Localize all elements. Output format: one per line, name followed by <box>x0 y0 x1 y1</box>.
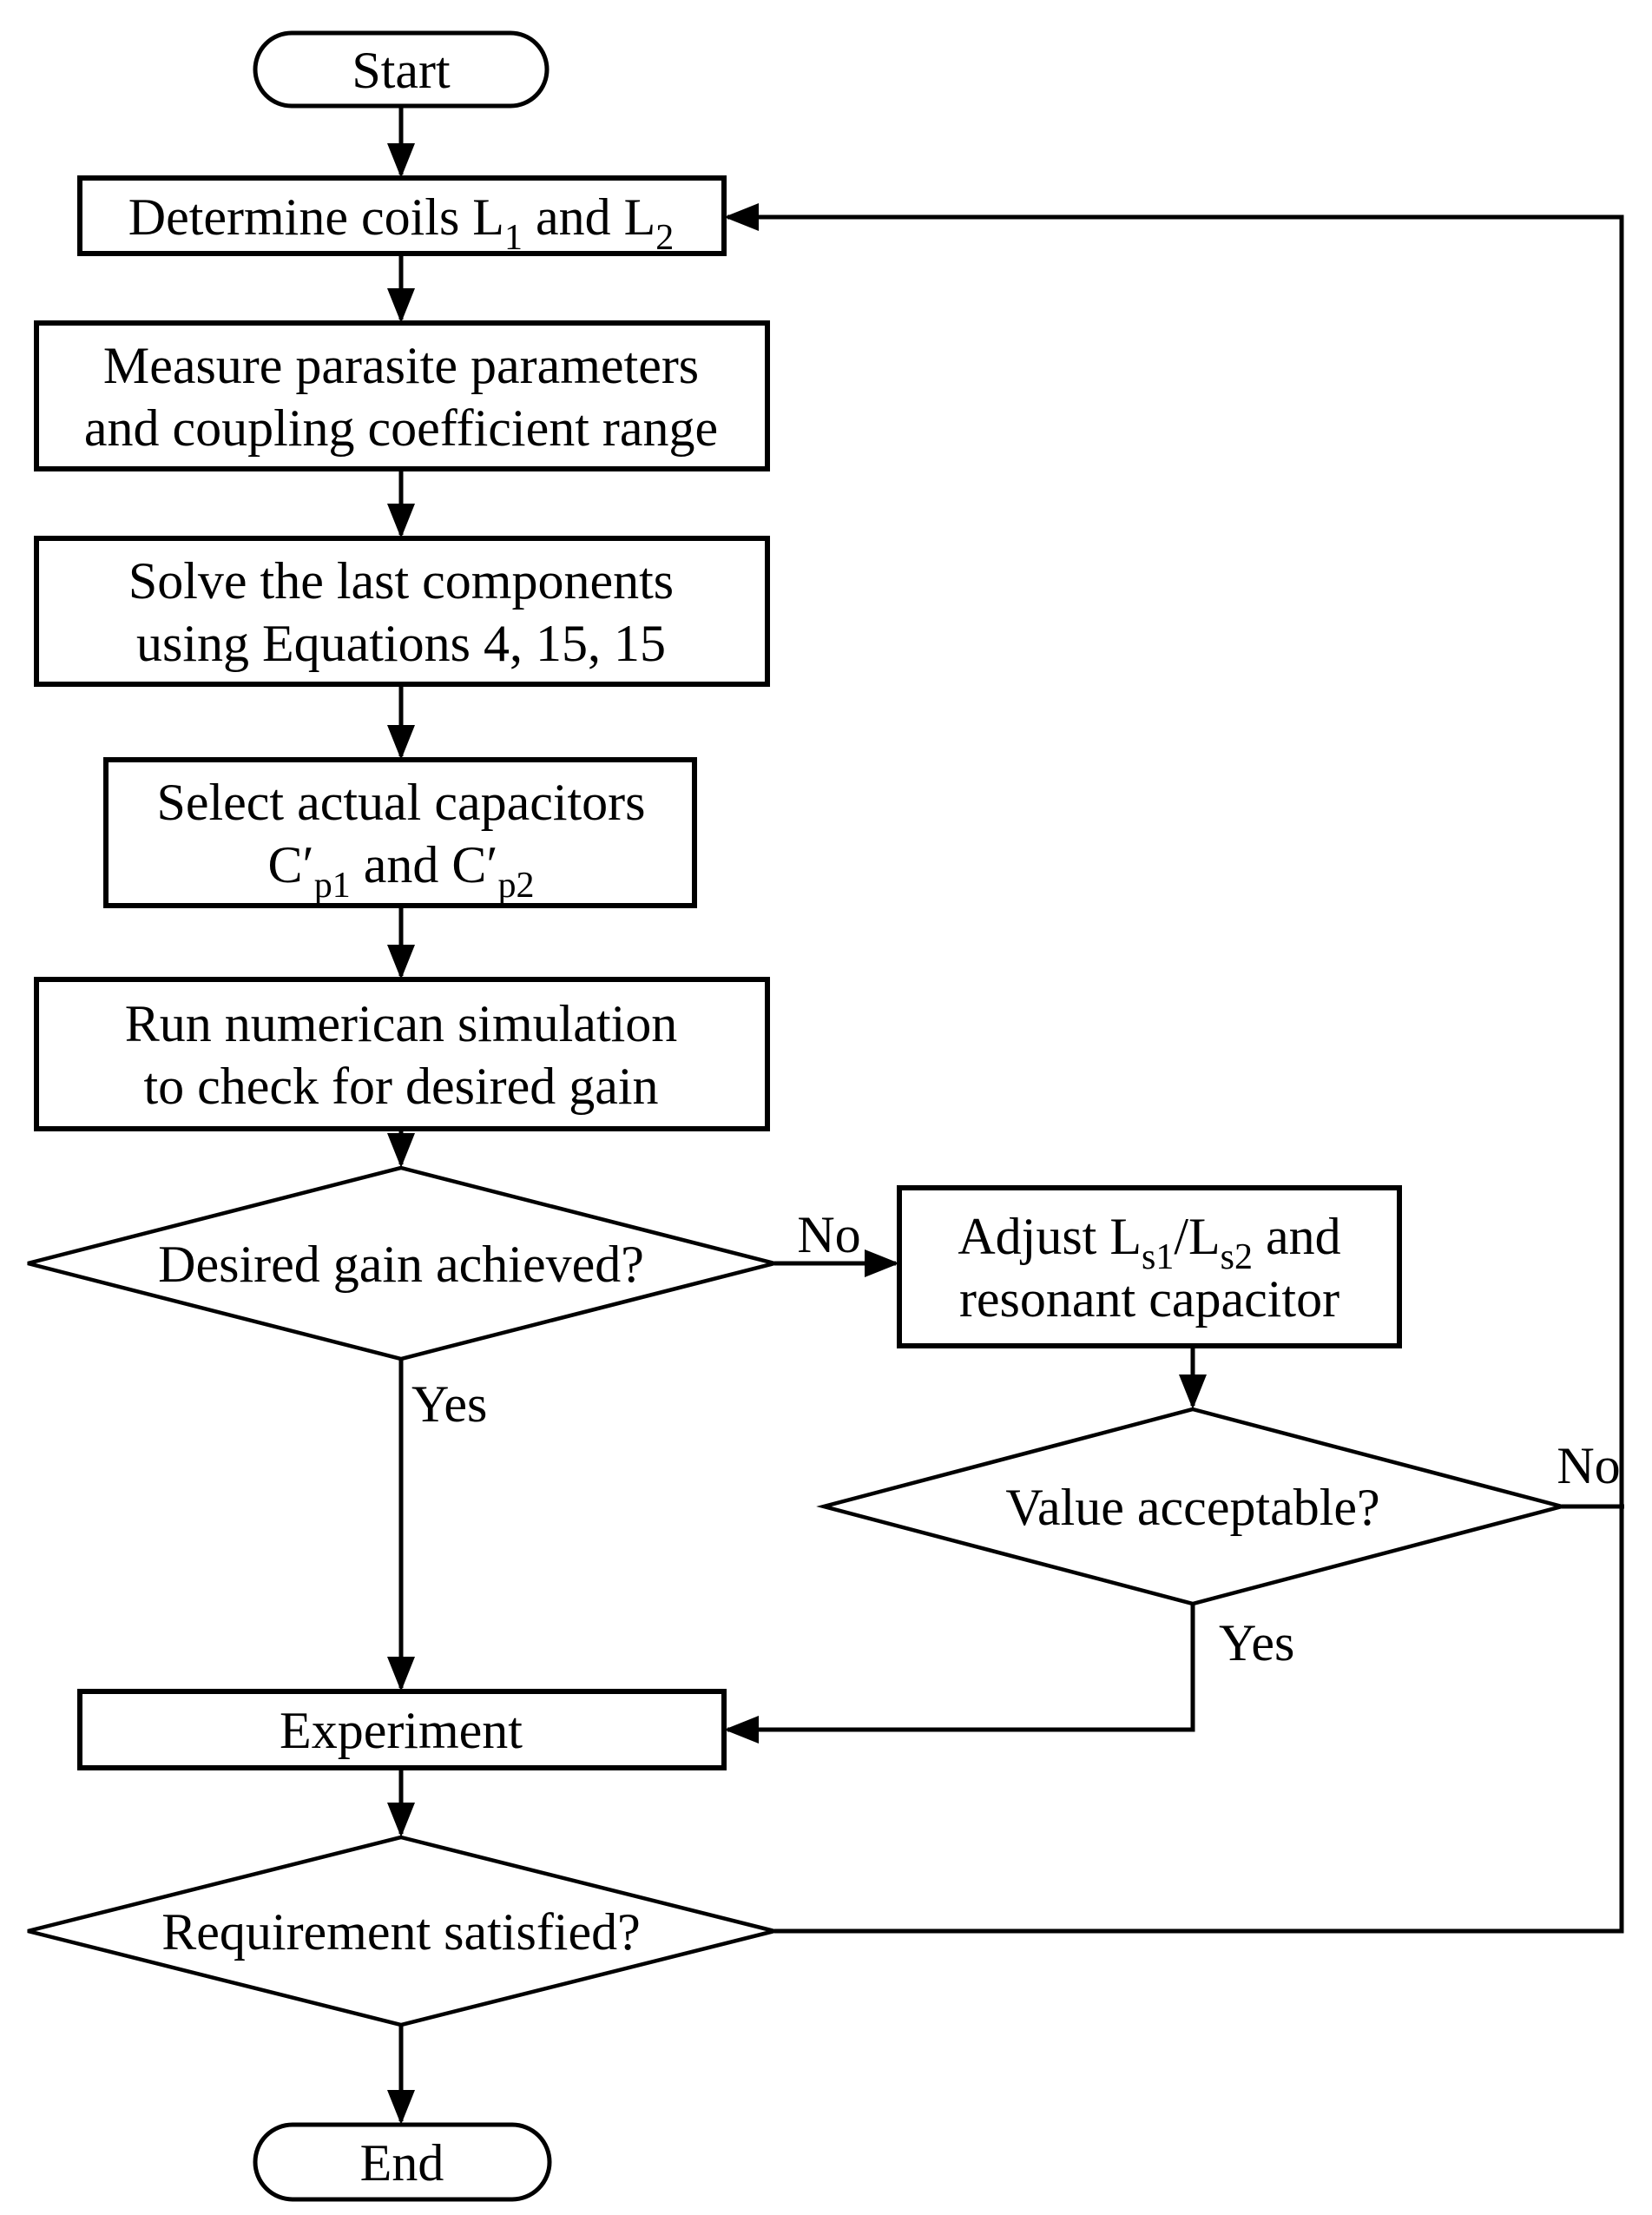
node-run-simulation <box>34 977 770 1131</box>
node-determine-coils <box>77 175 727 256</box>
edge-labels: No Yes No Yes <box>411 1206 1621 1671</box>
node-solve-components <box>34 536 770 687</box>
node-adjust-inductors <box>897 1185 1402 1348</box>
node-end-label: End <box>360 2134 444 2192</box>
node-experiment-label: Experiment <box>280 1702 523 1759</box>
node-solve-components-label-line2: using Equations 4, 15, 15 <box>136 615 666 672</box>
node-decision-value-acceptable-label: Value acceptable? <box>1005 1479 1379 1536</box>
node-decision-requirement-satisfied-label: Requirement satisfied? <box>161 1903 640 1961</box>
edge-requirement-feedback-to-determine <box>724 203 1624 1934</box>
node-decision-requirement-satisfied <box>27 1835 775 2027</box>
node-decision-value-acceptable <box>816 1407 1570 1606</box>
node-adjust-inductors-label-line2: resonant capacitor <box>959 1270 1339 1328</box>
edge-label-value-yes: Yes <box>1219 1614 1294 1671</box>
edge-value-yes-to-experiment <box>724 1604 1195 1744</box>
node-decision-desired-gain <box>27 1165 775 1361</box>
edge-label-gain-no: No <box>797 1206 860 1263</box>
edge-label-value-no: No <box>1557 1437 1620 1494</box>
node-measure-parameters-label-line1: Measure parasite parameters <box>103 337 699 394</box>
node-measure-parameters <box>34 320 770 471</box>
nodes: Start Determine coils L1 and L2 Measure … <box>27 30 1570 2202</box>
edge-label-gain-yes: Yes <box>411 1375 487 1433</box>
node-start-label: Start <box>352 42 451 99</box>
node-measure-parameters-label-line2: and coupling coefficient range <box>84 399 718 457</box>
node-decision-desired-gain-label: Desired gain achieved? <box>158 1236 644 1293</box>
node-run-simulation-label-line2: to check for desired gain <box>143 1058 658 1115</box>
edges <box>387 106 1624 2125</box>
node-run-simulation-label-line1: Run numerican simulation <box>125 995 678 1052</box>
node-end <box>253 2122 552 2202</box>
node-experiment <box>77 1689 727 1770</box>
node-adjust-inductors-label-line1: Adjust Ls1/Ls2 and <box>958 1208 1340 1277</box>
node-select-capacitors-label-line1: Select actual capacitors <box>156 774 645 831</box>
node-start <box>253 30 550 109</box>
node-determine-coils-label: Determine coils L1 and L2 <box>128 188 674 258</box>
node-select-capacitors <box>103 757 697 908</box>
node-select-capacitors-label-line2: C′p1 and C′p2 <box>268 836 535 906</box>
node-solve-components-label-line1: Solve the last components <box>128 552 674 610</box>
